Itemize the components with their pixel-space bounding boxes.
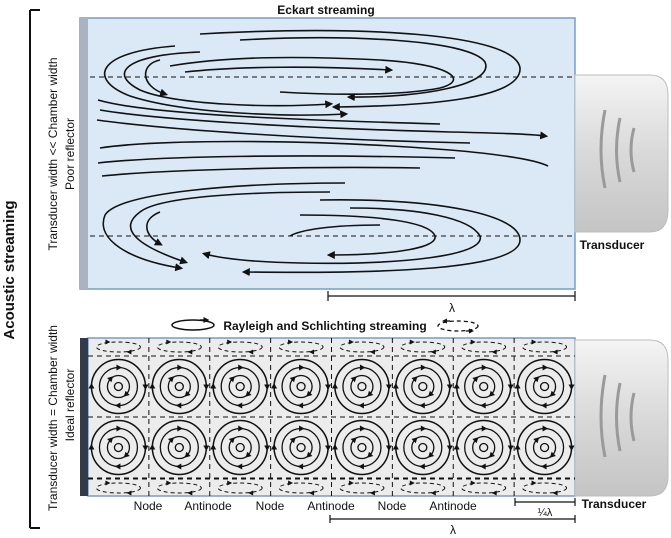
- rayleigh-vortex: [271, 358, 332, 415]
- schlichting-vortex: [278, 480, 324, 496]
- schlichting-vortex: [95, 339, 141, 355]
- antinode-label: Antinode: [429, 499, 477, 513]
- main-title: Acoustic streaming: [1, 200, 18, 339]
- bottom-wavelength-bracket: [329, 515, 576, 523]
- schlichting-vortex: [400, 480, 446, 496]
- upper-eckart-vortex: [96, 29, 549, 144]
- schlichting-vortex: [522, 339, 568, 355]
- antinode-label: Antinode: [307, 499, 355, 513]
- rayleigh-vortex: [331, 358, 392, 415]
- poor-reflector: [80, 18, 88, 289]
- acoustic-streaming-bracket: [29, 9, 40, 529]
- node-label: Node: [256, 499, 285, 513]
- schlichting-vortex: [461, 339, 507, 355]
- node-label: Node: [134, 499, 163, 513]
- node-label: Node: [378, 499, 407, 513]
- ideal-reflector: [80, 338, 88, 496]
- schlichting-vortex: [400, 339, 446, 355]
- schlichting-vortex: [95, 480, 141, 496]
- rayleigh-vortex: [210, 419, 271, 476]
- rayleigh-vortex: [149, 358, 210, 415]
- top-wavelength-bracket: [327, 291, 576, 301]
- rayleigh-vortex: [453, 358, 514, 415]
- bottom-panel: Rayleigh and Schlichting streaming Trans…: [46, 317, 669, 537]
- rayleigh-vortex: [514, 419, 575, 476]
- rayleigh-vortex: [331, 419, 392, 476]
- streaming-cells: [88, 338, 575, 496]
- schlichting-vortex: [217, 339, 263, 355]
- bottom-transducer: [574, 339, 669, 497]
- schlichting-vortex: [156, 480, 202, 496]
- lower-eckart-vortex: [97, 140, 549, 277]
- schlichting-vortex: [339, 480, 385, 496]
- outer-vortex-legend-icon: [171, 317, 215, 331]
- top-side-label: Transducer width << Chamber width: [46, 58, 60, 251]
- rayleigh-vortex: [271, 419, 332, 476]
- bottom-transducer-label: Transducer: [582, 497, 647, 511]
- top-transducer-label: Transducer: [580, 238, 645, 252]
- rayleigh-vortex: [392, 358, 453, 415]
- bottom-side-label: Transducer width = Chamber width: [46, 325, 60, 511]
- bottom-wavelength-label: λ: [450, 523, 456, 537]
- rayleigh-vortex: [88, 358, 149, 415]
- schlichting-vortex: [217, 480, 263, 496]
- rayleigh-vortex: [392, 419, 453, 476]
- inner-vortex-legend-icon: [437, 318, 479, 334]
- schlichting-vortex: [156, 339, 202, 355]
- ideal-reflector-label: Ideal reflector: [63, 369, 77, 442]
- rayleigh-vortex: [210, 358, 271, 415]
- rayleigh-vortex: [514, 358, 575, 415]
- rayleigh-vortex: [149, 419, 210, 476]
- top-panel: Eckart streaming Transducer width << Cha…: [46, 3, 669, 315]
- quarter-wavelength-bracket: [514, 498, 576, 506]
- top-panel-heading: Eckart streaming: [277, 3, 374, 17]
- top-wavelength-label: λ: [449, 301, 455, 315]
- schlichting-vortex: [339, 339, 385, 355]
- antinode-label: Antinode: [184, 499, 232, 513]
- rayleigh-vortex: [453, 419, 514, 476]
- rayleigh-vortex: [88, 419, 149, 476]
- schlichting-vortex: [522, 480, 568, 496]
- top-transducer: [574, 74, 669, 233]
- schlichting-vortex: [278, 339, 324, 355]
- bottom-panel-heading: Rayleigh and Schlichting streaming: [223, 319, 426, 333]
- quarter-wavelength-label: ¼λ: [538, 507, 553, 519]
- poor-reflector-label: Poor reflector: [63, 118, 77, 190]
- schlichting-vortex: [461, 480, 507, 496]
